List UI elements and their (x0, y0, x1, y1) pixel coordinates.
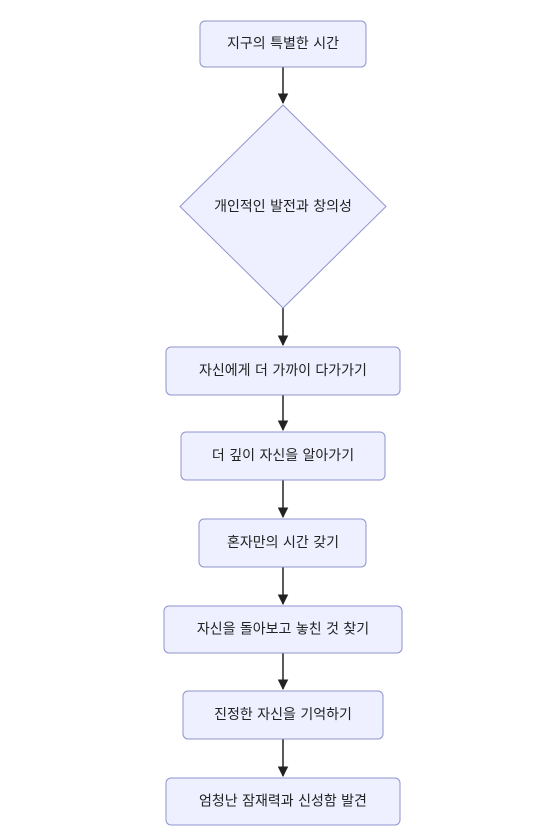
node-step3-box (198, 518, 367, 568)
node-step4-label: 자신을 돌아보고 놓친 것 찾기 (197, 622, 369, 638)
node-decision-diamond (179, 104, 387, 309)
node-start-label: 지구의 특별한 시간 (227, 36, 339, 52)
node-step2-label: 더 깊이 자신을 알아가기 (212, 448, 354, 464)
node-step3-label: 혼자만의 시간 갖기 (227, 535, 339, 551)
node-decision: 개인적인 발전과 창의성 (179, 104, 387, 309)
node-step6-label: 엄청난 잠재력과 신성함 발견 (199, 794, 367, 810)
node-step6: 엄청난 잠재력과 신성함 발견 (165, 777, 401, 826)
node-start: 지구의 특별한 시간 (199, 20, 367, 68)
node-step5: 진정한 자신을 기억하기 (182, 690, 384, 740)
node-step4-box (163, 605, 403, 654)
node-start-box (199, 20, 367, 68)
node-step6-box (165, 777, 401, 826)
node-step1: 자신에게 더 가까이 다가가기 (165, 346, 401, 396)
node-step3: 혼자만의 시간 갖기 (198, 518, 367, 568)
node-step2: 더 깊이 자신을 알아가기 (180, 431, 386, 481)
node-step5-box (182, 690, 384, 740)
node-step1-label: 자신에게 더 가까이 다가가기 (199, 363, 367, 379)
node-step1-box (165, 346, 401, 396)
node-decision-label: 개인적인 발전과 창의성 (214, 199, 352, 215)
node-step2-box (180, 431, 386, 481)
node-step5-label: 진정한 자신을 기억하기 (214, 707, 352, 723)
node-step4: 자신을 돌아보고 놓친 것 찾기 (163, 605, 403, 654)
